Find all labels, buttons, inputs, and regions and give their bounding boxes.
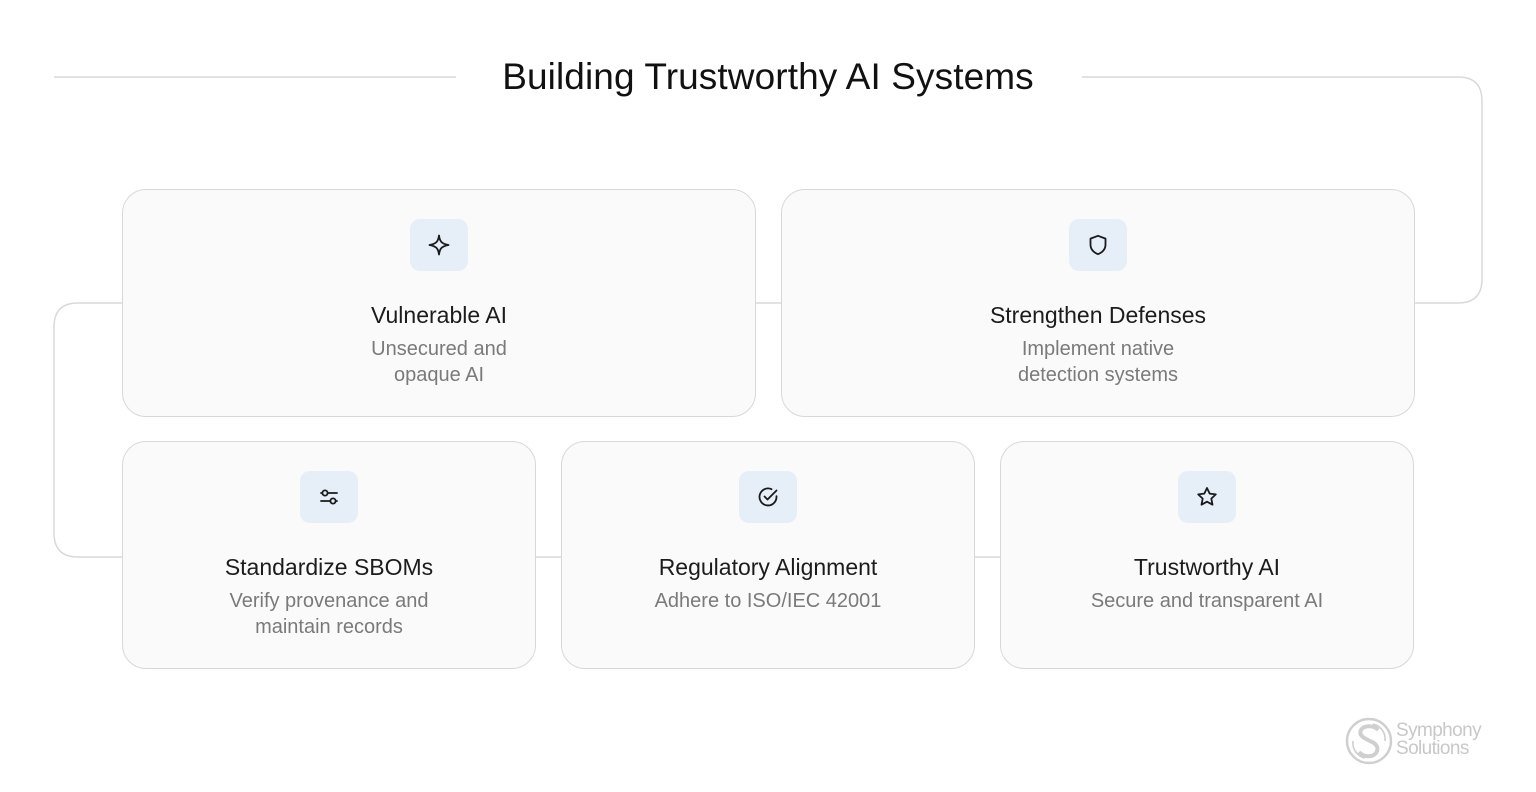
star-icon xyxy=(1197,487,1217,506)
step-card-trustworthy-ai: Trustworthy AI Secure and transparent AI xyxy=(1000,441,1414,669)
icon-tile xyxy=(739,471,797,523)
icon-tile xyxy=(410,219,468,271)
flow-connector-left-loop xyxy=(53,302,122,558)
step-title: Vulnerable AI xyxy=(371,302,507,328)
step-description: Adhere to ISO/IEC 42001 xyxy=(654,590,882,612)
step-description: Unsecured and opaque AI xyxy=(371,338,507,386)
flow-connector-top-right xyxy=(1082,76,1483,304)
icon-tile xyxy=(1069,219,1127,271)
check-circle-icon xyxy=(758,487,778,507)
step-card-strengthen-defenses: Strengthen Defenses Implement native det… xyxy=(781,189,1415,417)
step-title: Standardize SBOMs xyxy=(224,554,434,580)
step-title: Strengthen Defenses xyxy=(989,302,1207,328)
sparkle-icon xyxy=(428,234,450,256)
step-card-regulatory-alignment: Regulatory Alignment Adhere to ISO/IEC 4… xyxy=(561,441,975,669)
page-title: Building Trustworthy AI Systems xyxy=(468,52,1068,102)
shield-icon xyxy=(1089,234,1107,256)
step-description: Verify provenance and maintain records xyxy=(229,590,429,638)
step-title: Regulatory Alignment xyxy=(658,554,878,580)
icon-tile xyxy=(300,471,358,523)
step-card-standardize-sboms: Standardize SBOMs Verify provenance and … xyxy=(122,441,536,669)
step-description: Implement native detection systems xyxy=(1017,338,1179,386)
step-title: Trustworthy AI xyxy=(1133,554,1281,580)
logo-text: Symphony Solutions xyxy=(1396,720,1482,759)
symphony-solutions-logo: Symphony Solutions xyxy=(1344,714,1504,770)
step-description: Secure and transparent AI xyxy=(1090,590,1324,612)
sliders-icon xyxy=(320,489,338,505)
icon-tile xyxy=(1178,471,1236,523)
step-card-vulnerable-ai: Vulnerable AI Unsecured and opaque AI xyxy=(122,189,756,417)
logo-mark-icon xyxy=(1345,717,1393,765)
